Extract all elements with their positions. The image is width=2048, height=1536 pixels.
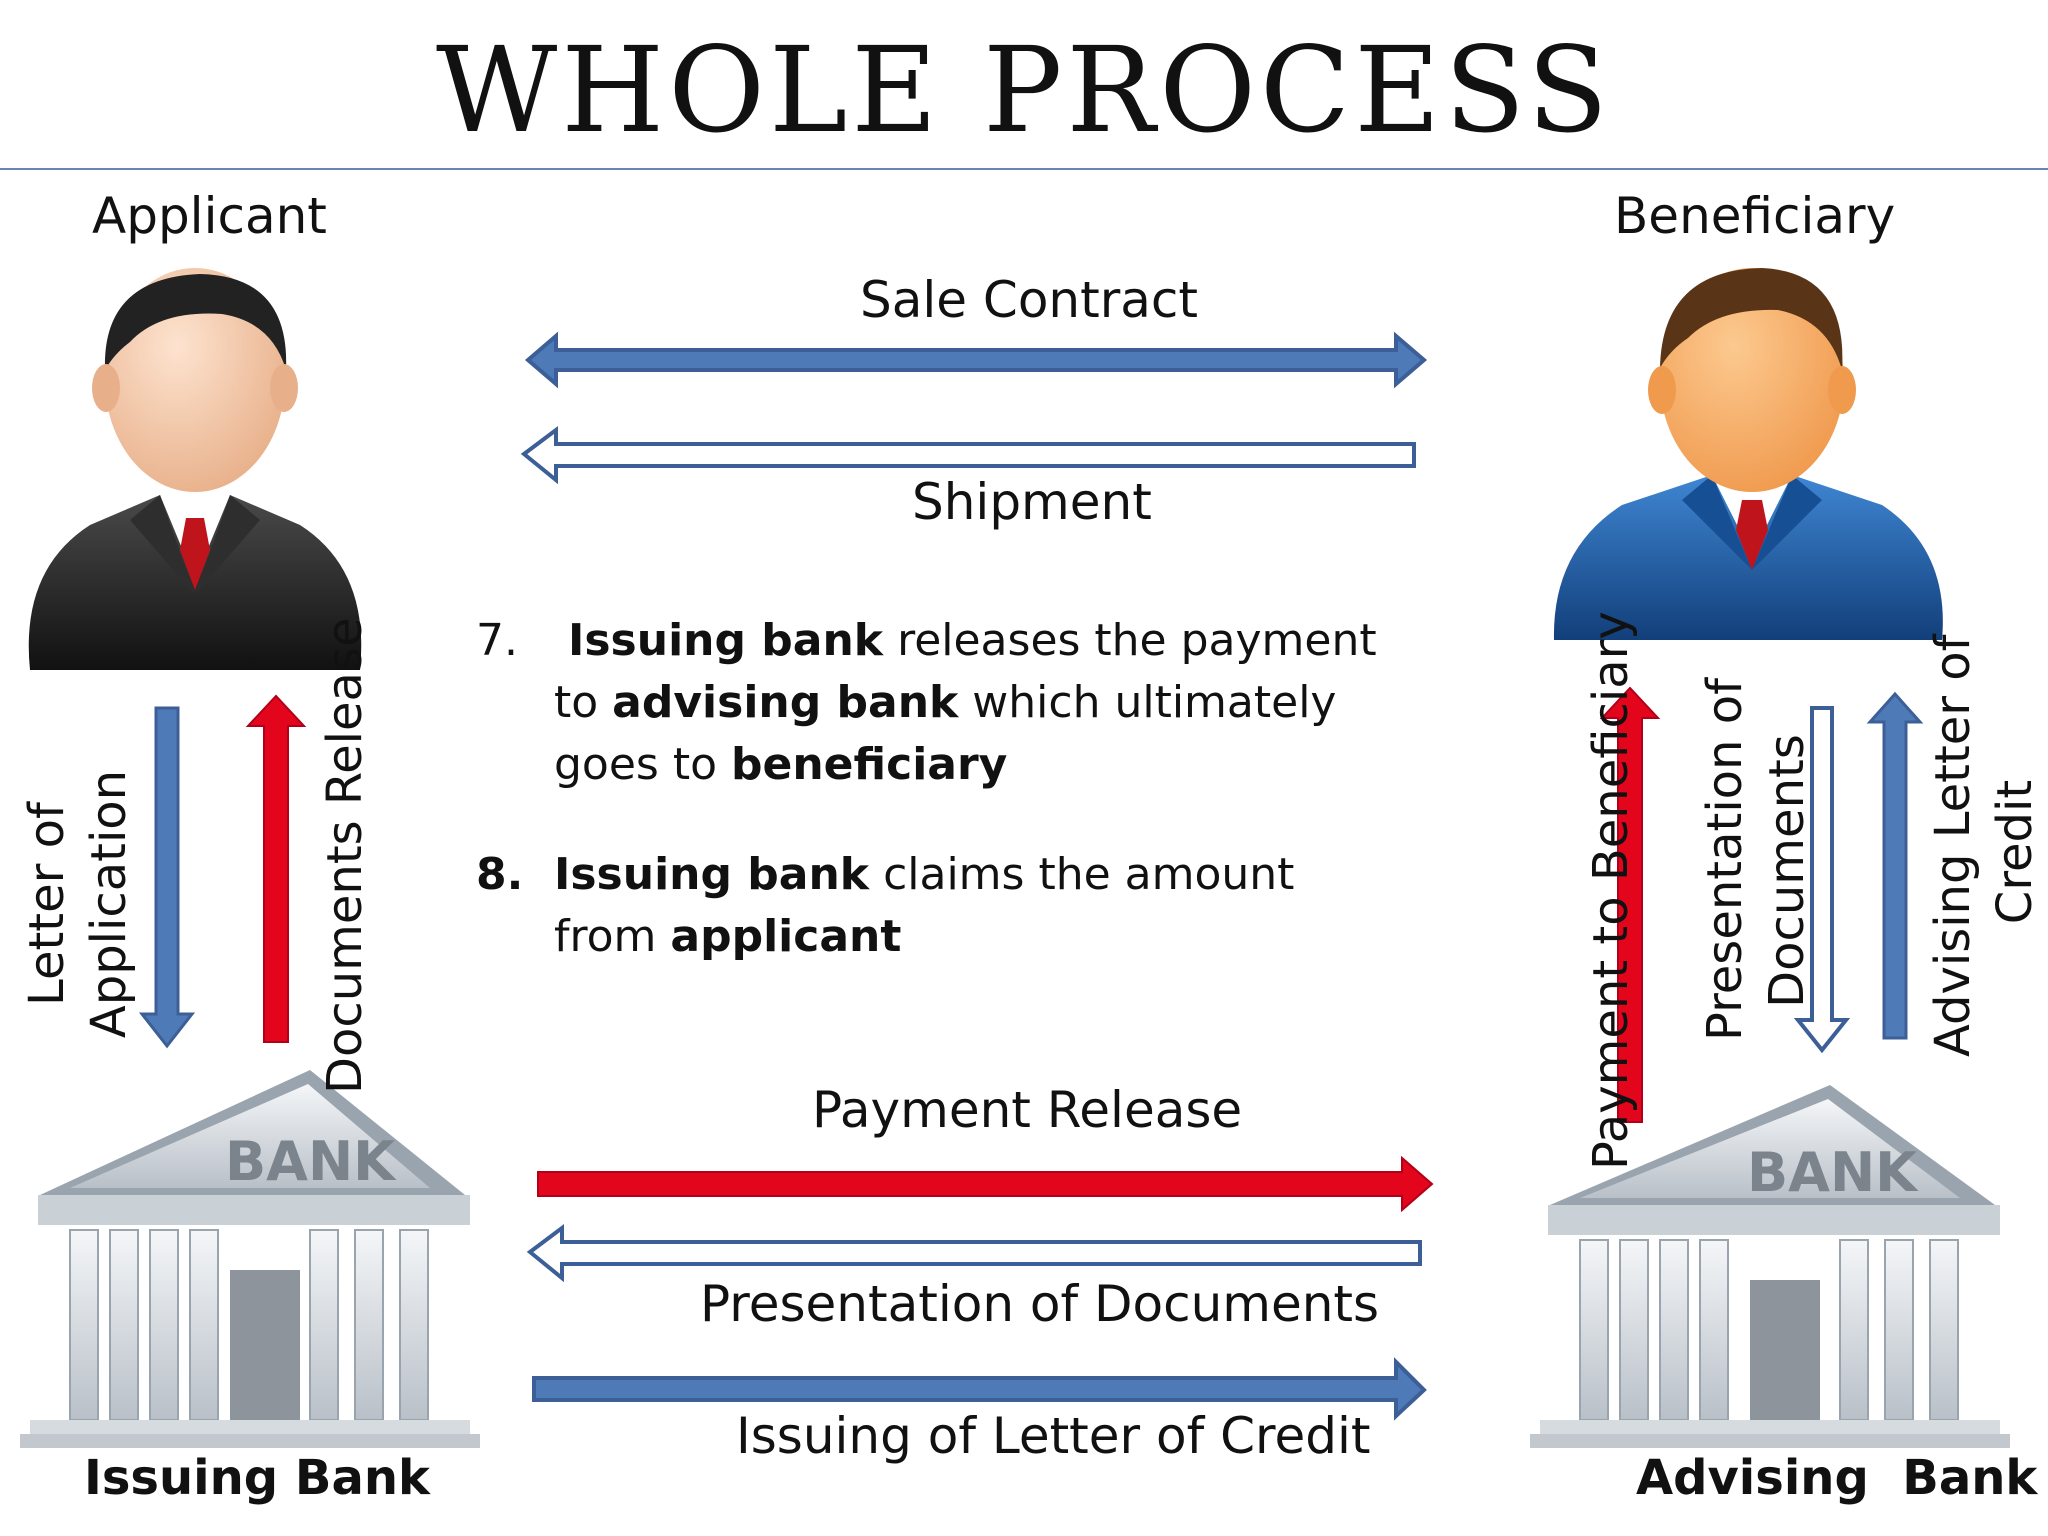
step-8-issuing-bank: Issuing bank [554,849,870,900]
beneficiary-label: Beneficiary [1614,187,1896,245]
letter-of-application-line1: Letter of [19,802,75,1006]
step-7-beneficiary: beneficiary [731,739,1008,790]
issuing-lc-label: Issuing of Letter of Credit [736,1407,1371,1465]
step-7-text-b: which ultimately goes to [554,677,1337,790]
documents-release-label: Documents Release [317,617,373,1094]
shipment-arrow [520,426,1416,485]
payment-release-label: Payment Release [812,1081,1243,1139]
payment-to-beneficiary-arrow [1599,686,1661,1123]
step-7: 7. Issuing bank releases the payment to … [476,610,1396,796]
issuing-lc-arrow [532,1357,1427,1421]
step-7-issuing-bank: Issuing bank [568,615,884,666]
advising-lc-up-arrow [1866,691,1924,1040]
page-title: WHOLE PROCESS [436,21,1612,159]
sale-contract-label: Sale Contract [860,271,1199,329]
documents-release-arrow [245,694,307,1043]
advising-lc-line2: Credit [1987,779,2043,925]
step-8-applicant: applicant [670,911,902,962]
title-divider [0,168,2048,170]
step-8-number: 8. [476,849,524,900]
presentation-documents-arrow [526,1224,1422,1283]
step-7-advising-bank: advising bank [612,677,959,728]
payment-to-beneficiary-label: Payment to Beneficiary [1583,611,1639,1170]
advising-bank-sign: BANK [1747,1141,1919,1204]
process-steps: 7. Issuing bank releases the payment to … [476,610,1396,1016]
step-8-text: claims the amount from [554,849,1295,962]
letter-of-application-label: Letter of Application [16,754,140,1054]
advising-bank-icon: BANK [1530,1085,2010,1448]
presentation-docs-vertical-label: Presentation of Documents [1694,678,1818,1041]
payment-release-arrow [537,1155,1434,1213]
advising-lc-label: Advising Letter of Credit [1922,634,2046,1057]
presentation-docs-down-arrow [1793,706,1851,1054]
letter-of-application-arrow [138,706,196,1049]
presentation-docs-line1: Presentation of [1697,678,1753,1041]
letter-of-application-line2: Application [81,769,137,1039]
step-7-number: 7. [476,615,518,666]
applicant-person-icon [28,268,362,670]
step-8: 8. Issuing bank claims the amount from a… [476,844,1396,968]
step-7-text-a: releases the payment to [554,615,1377,728]
issuing-bank-icon: BANK [20,1070,480,1448]
sale-contract-arrow [524,331,1428,389]
presentation-docs-line2: Documents [1759,734,1815,1008]
advising-bank-label: Advising Bank [1636,1450,2038,1506]
advising-lc-line1: Advising Letter of [1925,634,1981,1057]
applicant-label: Applicant [92,187,327,245]
shipment-label: Shipment [912,473,1152,531]
presentation-documents-label: Presentation of Documents [700,1275,1380,1333]
beneficiary-person-icon [1553,268,1943,640]
issuing-bank-label: Issuing Bank [84,1450,430,1506]
issuing-bank-sign: BANK [225,1130,397,1193]
